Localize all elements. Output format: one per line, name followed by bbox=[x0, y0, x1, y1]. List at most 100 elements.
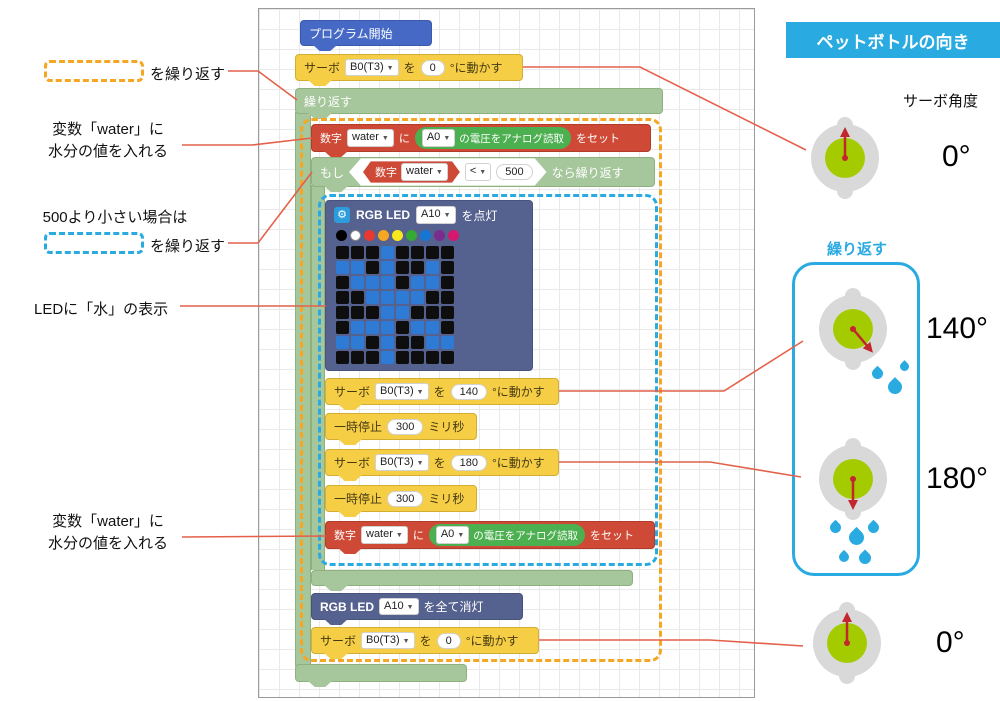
servo-move-block-bottom[interactable]: サーボ B0(T3) を 0 °に動かす bbox=[311, 627, 539, 654]
led-cell[interactable] bbox=[336, 306, 349, 319]
degree-input[interactable]: 0 bbox=[420, 59, 445, 76]
led-cell[interactable] bbox=[351, 351, 364, 364]
palette-color-dot[interactable] bbox=[364, 230, 375, 241]
led-cell[interactable] bbox=[336, 321, 349, 334]
pause-block-1[interactable]: 一時停止 300 ミリ秒 bbox=[325, 413, 477, 440]
degree-input[interactable]: 0 bbox=[436, 632, 461, 649]
led-cell[interactable] bbox=[366, 246, 379, 259]
led-cell[interactable] bbox=[426, 351, 439, 364]
palette-color-dot[interactable] bbox=[406, 230, 417, 241]
led-cell[interactable] bbox=[336, 261, 349, 274]
led-cell[interactable] bbox=[426, 246, 439, 259]
led-cell[interactable] bbox=[366, 261, 379, 274]
led-cell[interactable] bbox=[411, 321, 424, 334]
led-cell[interactable] bbox=[426, 261, 439, 274]
led-cell[interactable] bbox=[351, 246, 364, 259]
led-cell[interactable] bbox=[366, 351, 379, 364]
servo-port-dropdown[interactable]: B0(T3) bbox=[345, 58, 399, 77]
servo-move-block-top[interactable]: サーボ B0(T3) を 0 °に動かす bbox=[295, 54, 523, 81]
variable-dropdown[interactable]: water bbox=[361, 526, 408, 544]
pause-ms-input[interactable]: 300 bbox=[387, 490, 424, 507]
analog-port-dropdown[interactable]: A0 bbox=[421, 129, 456, 147]
variable-dropdown[interactable]: water bbox=[401, 163, 448, 181]
led-cell[interactable] bbox=[396, 291, 409, 304]
led-cell[interactable] bbox=[351, 291, 364, 304]
palette-color-dot[interactable] bbox=[392, 230, 403, 241]
set-variable-block-2[interactable]: 数字 water に A0 の電圧をアナログ読取 をセット bbox=[325, 521, 655, 549]
led-cell[interactable] bbox=[426, 291, 439, 304]
led-cell[interactable] bbox=[411, 306, 424, 319]
led-cell[interactable] bbox=[411, 336, 424, 349]
led-port-dropdown[interactable]: A10 bbox=[416, 206, 456, 224]
threshold-input[interactable]: 500 bbox=[496, 164, 533, 180]
analog-read-reporter[interactable]: A0 の電圧をアナログ読取 bbox=[428, 524, 586, 546]
led-cell[interactable] bbox=[441, 351, 454, 364]
palette-color-dot[interactable] bbox=[378, 230, 389, 241]
if-repeat-block[interactable]: もし 数字 water < 500 なら繰り返す bbox=[311, 157, 655, 187]
led-cell[interactable] bbox=[426, 336, 439, 349]
led-cell[interactable] bbox=[381, 351, 394, 364]
led-cell[interactable] bbox=[381, 336, 394, 349]
led-cell[interactable] bbox=[396, 306, 409, 319]
led-cell[interactable] bbox=[426, 321, 439, 334]
set-variable-block-1[interactable]: 数字 water に A0 の電圧をアナログ読取 をセット bbox=[311, 124, 651, 152]
condition-slot[interactable]: 数字 water < 500 bbox=[349, 158, 547, 186]
led-cell[interactable] bbox=[441, 246, 454, 259]
program-start-block[interactable]: プログラム開始 bbox=[300, 20, 432, 46]
led-cell[interactable] bbox=[336, 276, 349, 289]
palette-color-dot[interactable] bbox=[434, 230, 445, 241]
led-cell[interactable] bbox=[441, 306, 454, 319]
pause-block-2[interactable]: 一時停止 300 ミリ秒 bbox=[325, 485, 477, 512]
analog-port-dropdown[interactable]: A0 bbox=[435, 526, 470, 544]
degree-input[interactable]: 180 bbox=[450, 454, 487, 471]
led-cell[interactable] bbox=[381, 261, 394, 274]
rgb-led-off-block[interactable]: RGB LED A10 を全て消灯 bbox=[311, 593, 523, 620]
led-cell[interactable] bbox=[336, 351, 349, 364]
led-cell[interactable] bbox=[441, 261, 454, 274]
led-color-palette[interactable] bbox=[336, 230, 524, 241]
led-cell[interactable] bbox=[381, 276, 394, 289]
pause-ms-input[interactable]: 300 bbox=[387, 418, 424, 435]
led-cell[interactable] bbox=[366, 306, 379, 319]
palette-color-dot[interactable] bbox=[336, 230, 347, 241]
servo-port-dropdown[interactable]: B0(T3) bbox=[375, 453, 429, 472]
led-cell[interactable] bbox=[366, 276, 379, 289]
analog-read-reporter[interactable]: A0 の電圧をアナログ読取 bbox=[414, 127, 572, 149]
led-cell[interactable] bbox=[411, 276, 424, 289]
led-cell[interactable] bbox=[396, 246, 409, 259]
led-cell[interactable] bbox=[336, 291, 349, 304]
led-cell[interactable] bbox=[426, 276, 439, 289]
led-cell[interactable] bbox=[381, 291, 394, 304]
led-cell[interactable] bbox=[351, 261, 364, 274]
led-cell[interactable] bbox=[351, 276, 364, 289]
led-cell[interactable] bbox=[396, 351, 409, 364]
palette-color-dot[interactable] bbox=[448, 230, 459, 241]
palette-color-dot[interactable] bbox=[420, 230, 431, 241]
led-port-dropdown[interactable]: A10 bbox=[379, 597, 419, 616]
if-loop-footer[interactable] bbox=[311, 570, 633, 586]
led-cell[interactable] bbox=[366, 321, 379, 334]
led-cell[interactable] bbox=[441, 291, 454, 304]
led-cell[interactable] bbox=[336, 336, 349, 349]
led-cell[interactable] bbox=[351, 321, 364, 334]
degree-input[interactable]: 140 bbox=[450, 383, 487, 400]
led-cell[interactable] bbox=[396, 321, 409, 334]
led-cell[interactable] bbox=[396, 336, 409, 349]
servo-move-block-180[interactable]: サーボ B0(T3) を 180 °に動かす bbox=[325, 449, 559, 476]
led-cell[interactable] bbox=[396, 261, 409, 274]
led-cell[interactable] bbox=[441, 321, 454, 334]
led-cell[interactable] bbox=[381, 306, 394, 319]
led-cell[interactable] bbox=[441, 276, 454, 289]
led-cell[interactable] bbox=[381, 321, 394, 334]
led-cell[interactable] bbox=[411, 291, 424, 304]
led-cell[interactable] bbox=[396, 276, 409, 289]
palette-color-dot[interactable] bbox=[350, 230, 361, 241]
led-matrix-grid[interactable] bbox=[336, 246, 524, 364]
led-cell[interactable] bbox=[351, 336, 364, 349]
servo-port-dropdown[interactable]: B0(T3) bbox=[361, 631, 415, 650]
led-cell[interactable] bbox=[411, 351, 424, 364]
led-cell[interactable] bbox=[366, 336, 379, 349]
led-cell[interactable] bbox=[336, 246, 349, 259]
repeat-loop-header[interactable]: 繰り返す bbox=[295, 88, 663, 114]
servo-port-dropdown[interactable]: B0(T3) bbox=[375, 382, 429, 401]
